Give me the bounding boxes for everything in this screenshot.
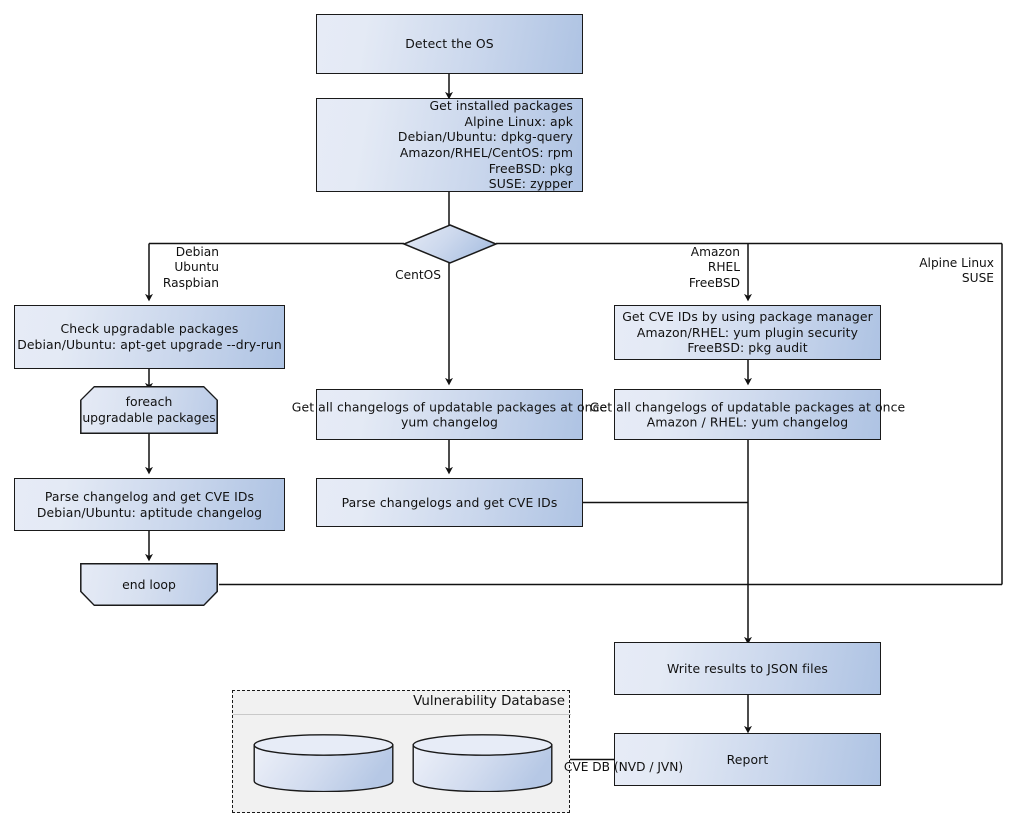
node-foreach-loop-start[interactable]: foreach upgradable packages	[80, 386, 218, 434]
node-check-upgradable-label: Check upgradable packages Debian/Ubuntu:…	[17, 321, 282, 352]
node-os-decision[interactable]	[402, 223, 498, 265]
node-get-installed-packages-label: Get installed packages Alpine Linux: apk…	[397, 98, 573, 192]
node-check-upgradable[interactable]: Check upgradable packages Debian/Ubuntu:…	[14, 305, 285, 369]
node-get-cve-ids-package-manager-label: Get CVE IDs by using package manager Ama…	[622, 309, 873, 356]
node-end-loop[interactable]: end loop	[80, 563, 218, 606]
database-cve[interactable]: CVE DB (NVD / JVN)	[412, 734, 683, 793]
node-get-changelogs-amazon-label: Get all changelogs of updatable packages…	[589, 398, 906, 430]
node-parse-changelogs-centos[interactable]: Parse changelogs and get CVE IDs	[316, 478, 583, 527]
node-get-cve-ids-package-manager[interactable]: Get CVE IDs by using package manager Ama…	[614, 305, 881, 360]
node-foreach-loop-start-label: foreach upgradable packages	[82, 394, 216, 425]
node-detect-os[interactable]: Detect the OS	[316, 14, 583, 74]
node-parse-changelog-debian-label: Parse changelog and get CVE IDs Debian/U…	[36, 488, 263, 520]
vulnerability-database-title: Vulnerability Database	[233, 691, 571, 715]
node-parse-changelogs-centos-label: Parse changelogs and get CVE IDs	[341, 494, 558, 510]
node-get-changelogs-centos-label: Get all changelogs of updatable packages…	[291, 398, 608, 430]
node-parse-changelog-debian[interactable]: Parse changelog and get CVE IDs Debian/U…	[14, 478, 285, 531]
node-get-changelogs-centos[interactable]: Get all changelogs of updatable packages…	[292, 389, 607, 440]
node-report[interactable]: Report	[614, 733, 881, 786]
node-report-label: Report	[726, 751, 769, 767]
node-write-results-label: Write results to JSON files	[667, 660, 828, 676]
database-cve-label: CVE DB (NVD / JVN)	[563, 760, 684, 774]
node-get-installed-packages[interactable]: Get installed packages Alpine Linux: apk…	[316, 98, 583, 192]
node-write-results[interactable]: Write results to JSON files	[614, 642, 881, 695]
node-detect-os-label: Detect the OS	[405, 36, 494, 52]
edge-label-centos: CentOS	[395, 268, 441, 282]
vulnerability-database-panel: Vulnerability Database OVAL DB	[232, 690, 683, 813]
node-end-loop-label: end loop	[122, 576, 176, 592]
database-oval[interactable]: OVAL DB	[253, 734, 491, 793]
node-get-changelogs-amazon[interactable]: Get all changelogs of updatable packages…	[590, 389, 905, 440]
